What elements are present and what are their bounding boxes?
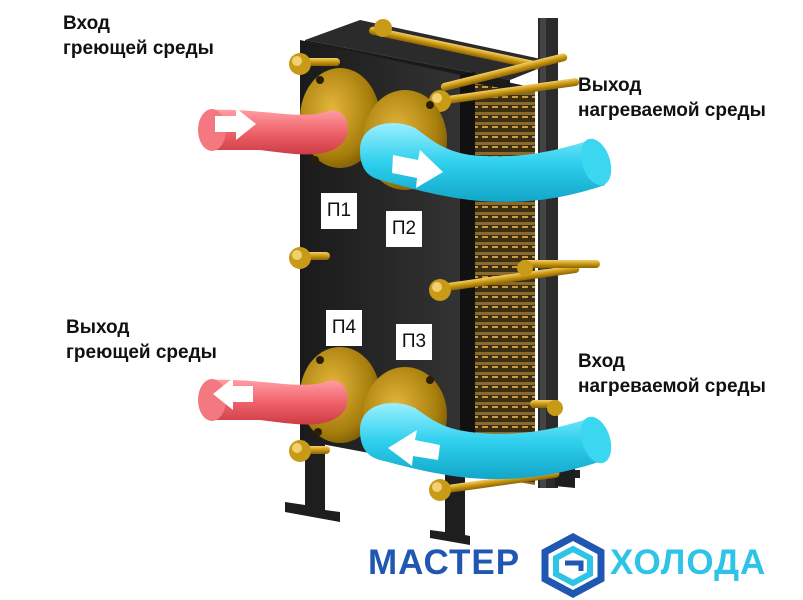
port-label-p1: П1 bbox=[321, 193, 357, 229]
label-cold-outlet: Выход нагреваемой среды bbox=[578, 73, 766, 123]
cold-outlet-pipe bbox=[360, 123, 612, 202]
label-cold-outlet-line2: нагреваемой среды bbox=[578, 100, 766, 121]
arrow-right-icon-cold bbox=[392, 150, 443, 188]
hot-inlet-pipe bbox=[198, 108, 348, 155]
label-hot-outlet: Выход греющей среды bbox=[66, 315, 217, 365]
logo-text-left: МАСТЕР bbox=[368, 543, 521, 582]
label-hot-inlet-line1: Вход bbox=[63, 13, 110, 34]
port-label-p2: П2 bbox=[386, 211, 422, 247]
logo-text-right: ХОЛОДА bbox=[610, 543, 767, 582]
arrow-left-icon-cold bbox=[388, 430, 440, 466]
label-cold-outlet-line1: Выход bbox=[578, 75, 642, 96]
hot-outlet-pipe bbox=[198, 378, 348, 425]
arrow-right-icon bbox=[215, 108, 256, 140]
logo-emblem-icon bbox=[541, 533, 605, 598]
cold-inlet-pipe bbox=[360, 403, 612, 480]
label-cold-inlet-line1: Вход bbox=[578, 351, 625, 372]
label-hot-inlet: Вход греющей среды bbox=[63, 11, 214, 61]
label-cold-inlet: Вход нагреваемой среды bbox=[578, 349, 766, 399]
arrow-left-icon bbox=[213, 378, 253, 410]
label-hot-outlet-line1: Выход bbox=[66, 317, 130, 338]
port-label-p4: П4 bbox=[326, 310, 362, 346]
label-cold-inlet-line2: нагреваемой среды bbox=[578, 376, 766, 397]
port-label-p3: П3 bbox=[396, 324, 432, 360]
label-hot-outlet-line2: греющей среды bbox=[66, 342, 217, 363]
label-hot-inlet-line2: греющей среды bbox=[63, 38, 214, 59]
